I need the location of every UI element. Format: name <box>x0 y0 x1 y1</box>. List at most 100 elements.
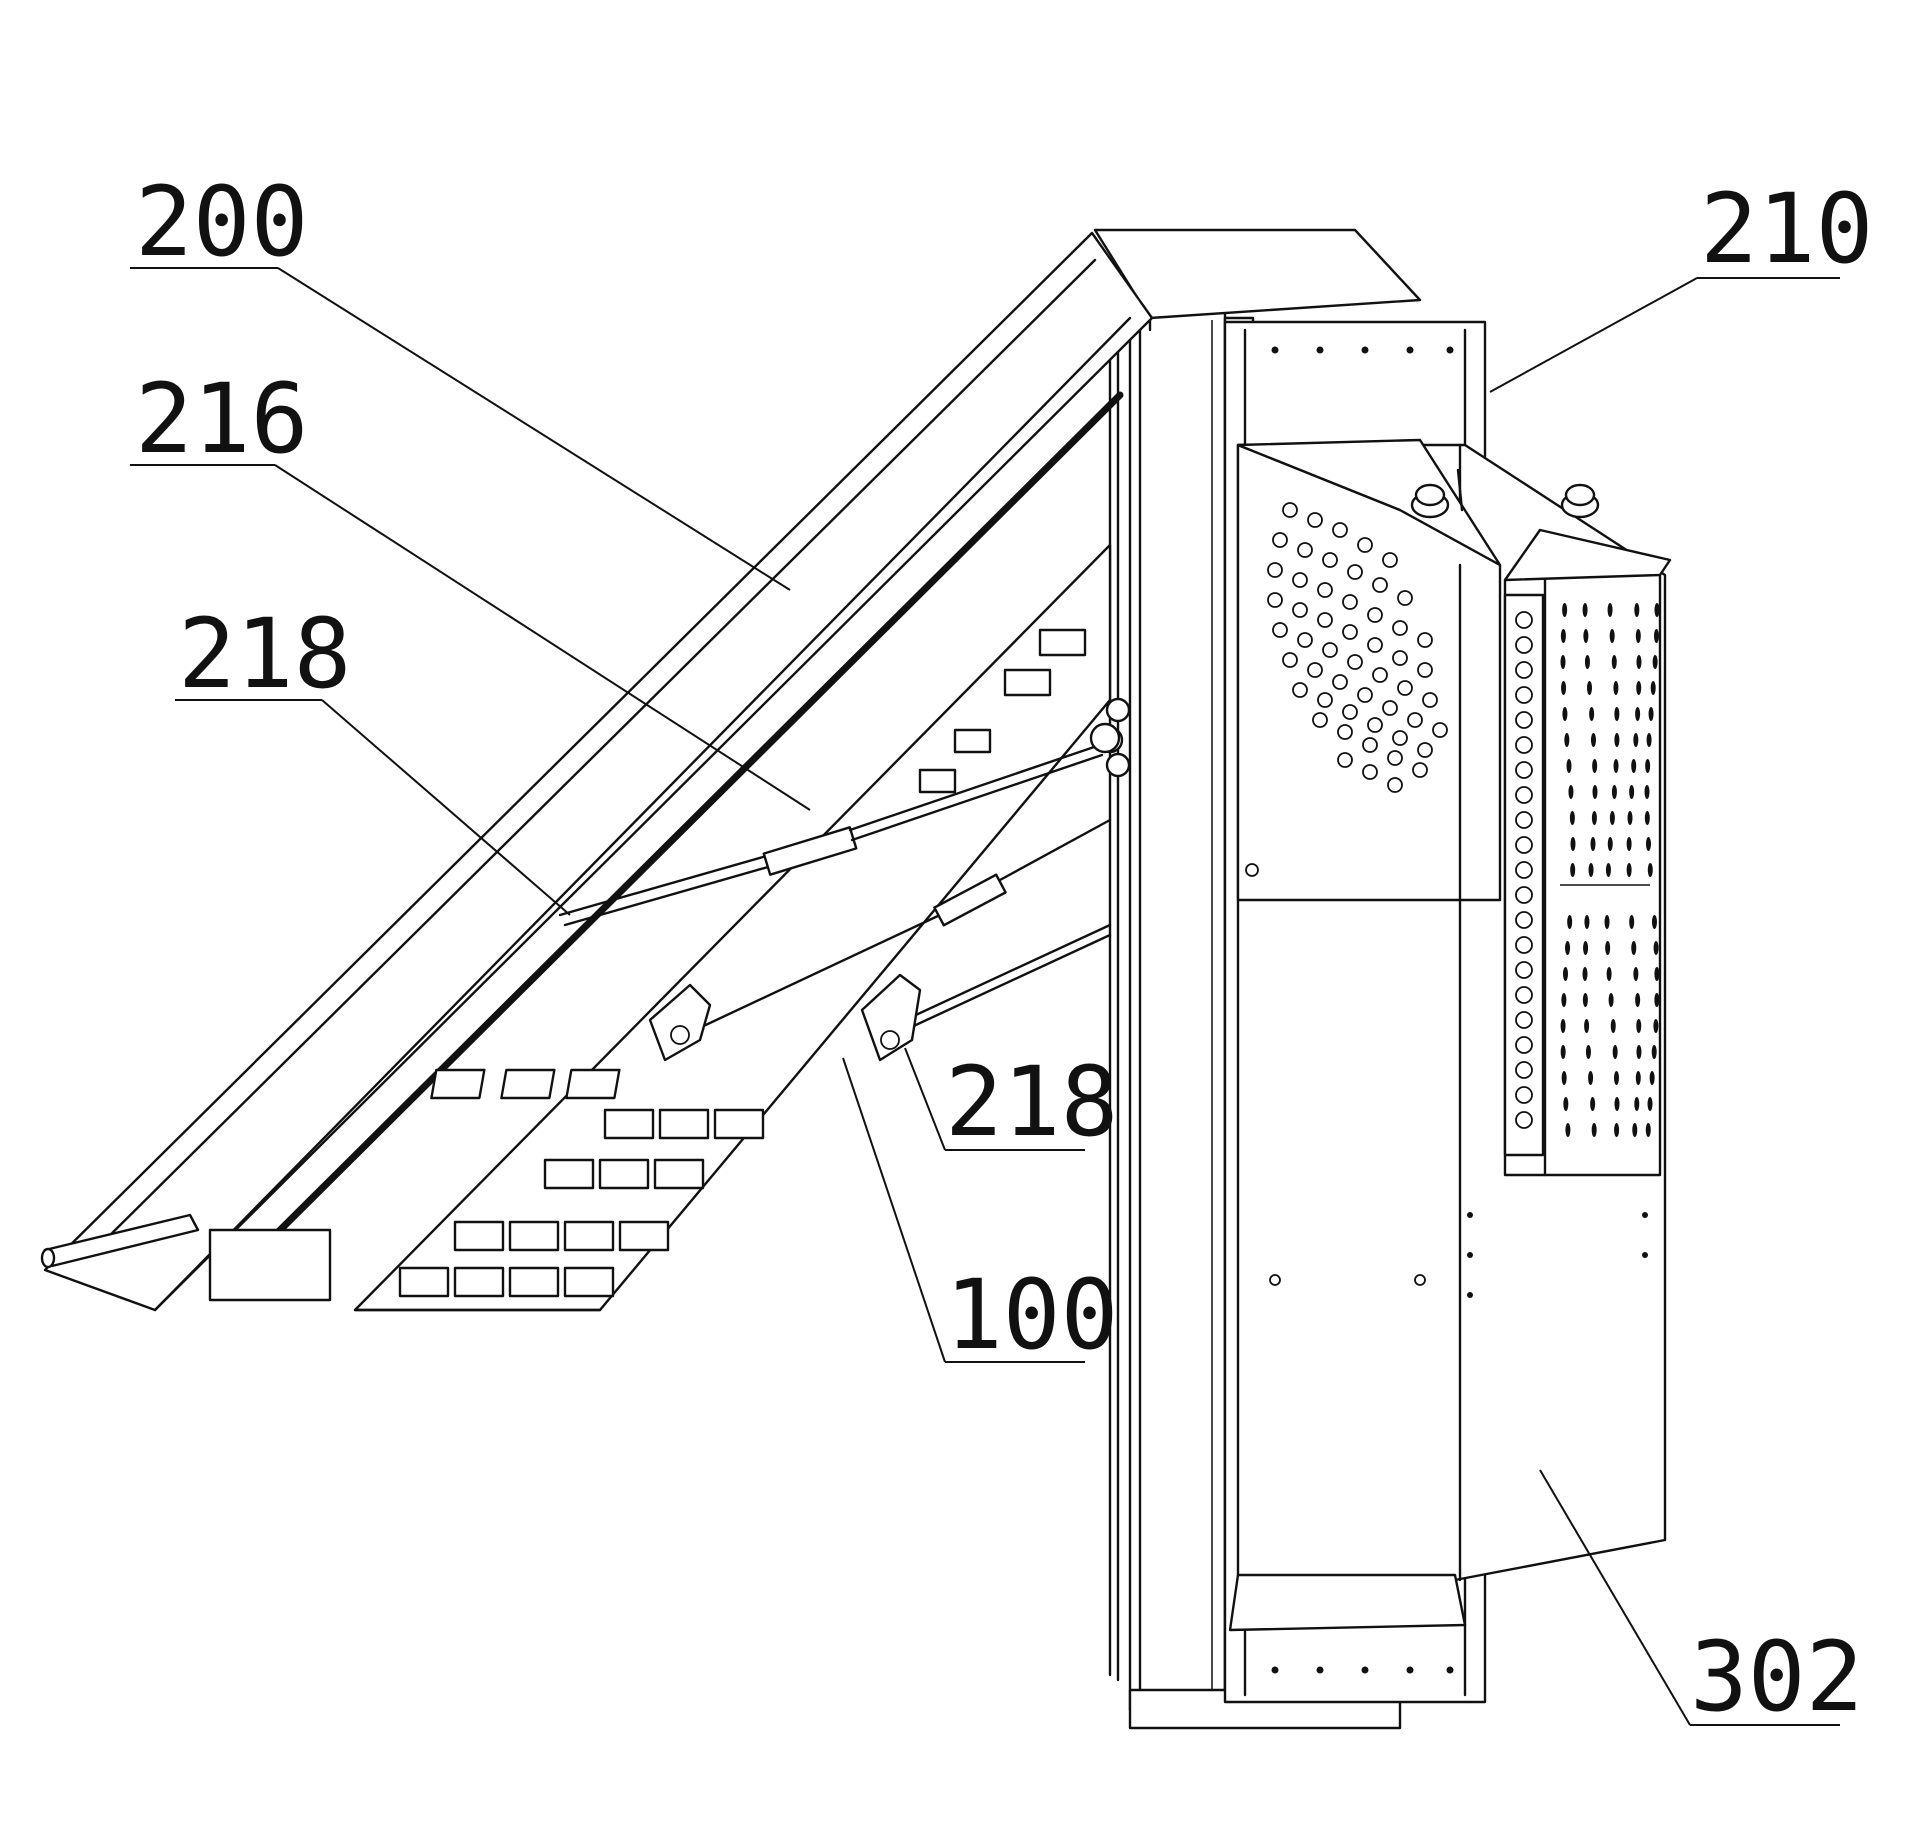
louver-slot <box>1561 1045 1566 1059</box>
louver-slot <box>1584 1019 1589 1033</box>
louver-slot <box>1651 681 1656 695</box>
louver-slot <box>1632 1123 1637 1137</box>
louver-slot <box>1646 1123 1651 1137</box>
louver-slot <box>1592 811 1597 825</box>
label-200: 200 <box>135 166 308 278</box>
louver-slot <box>1652 915 1657 929</box>
hole-strip <box>1505 595 1543 1155</box>
louver-slot <box>1654 629 1659 643</box>
louver-slot <box>1614 1071 1619 1085</box>
louver-slot <box>1636 1071 1641 1085</box>
louver-slot <box>1611 1019 1616 1033</box>
louver-slot <box>1627 863 1632 877</box>
louver-slot <box>1636 681 1641 695</box>
louver-slot <box>1584 915 1589 929</box>
louver-slot <box>1610 811 1615 825</box>
louver-slot <box>1631 941 1636 955</box>
louver-slot <box>1590 837 1595 851</box>
louver-slot <box>1636 655 1641 669</box>
louver-slot <box>1589 707 1594 721</box>
louver-slot <box>1614 759 1619 773</box>
louver-slot <box>1591 733 1596 747</box>
louver-slot <box>1613 1045 1618 1059</box>
louver-slot <box>1654 603 1659 617</box>
louver-slot <box>1567 915 1572 929</box>
louver-slot <box>1612 785 1617 799</box>
louver-slot <box>1585 655 1590 669</box>
louver-slot <box>1590 1097 1595 1111</box>
louver-slot <box>1629 915 1634 929</box>
louver-slot <box>1648 863 1653 877</box>
label-218-left: 218 <box>178 598 351 710</box>
louver-slot <box>1561 681 1566 695</box>
louver-slot <box>1565 941 1570 955</box>
louver-slot <box>1609 993 1614 1007</box>
louver-slot <box>1587 681 1592 695</box>
louver-slot <box>1561 1019 1566 1033</box>
louver-slot <box>1652 1045 1657 1059</box>
louver-slot <box>1605 941 1610 955</box>
louver-slot <box>1647 733 1652 747</box>
louver-slot <box>1629 785 1634 799</box>
louver-slot <box>1645 811 1650 825</box>
louver-slot <box>1646 837 1651 851</box>
louver-slot <box>1653 655 1658 669</box>
louver-slot <box>1564 733 1569 747</box>
louver-slot <box>1612 655 1617 669</box>
louver-slot <box>1561 629 1566 643</box>
louver-slot <box>1583 629 1588 643</box>
louver-slot <box>1592 785 1597 799</box>
louver-slot <box>1614 1097 1619 1111</box>
louver-slot <box>1636 1019 1641 1033</box>
louver-slot <box>1583 603 1588 617</box>
louver-slot <box>1565 1123 1570 1137</box>
louver-slot <box>1635 993 1640 1007</box>
louver-slot <box>1586 1045 1591 1059</box>
louver-slot <box>1588 1071 1593 1085</box>
louver-slot <box>1607 967 1612 981</box>
louver-slot <box>1592 1123 1597 1137</box>
louver-slot <box>1633 967 1638 981</box>
louver-slot <box>1561 655 1566 669</box>
louver-slot <box>1645 785 1650 799</box>
louver-slot <box>1633 733 1638 747</box>
louver-slot <box>1566 759 1571 773</box>
louver-slot <box>1634 1097 1639 1111</box>
louver-slot <box>1613 681 1618 695</box>
louver-slot <box>1614 1123 1619 1137</box>
label-218-right: 218 <box>945 1046 1118 1158</box>
label-302: 302 <box>1690 1621 1863 1733</box>
louver-slot <box>1614 707 1619 721</box>
louver-slot <box>1570 811 1575 825</box>
louver-slot <box>1635 707 1640 721</box>
louver-slot <box>1636 629 1641 643</box>
louver-slot <box>1648 1097 1653 1111</box>
louver-slot <box>1583 993 1588 1007</box>
label-210: 210 <box>1700 173 1873 285</box>
louver-slot <box>1562 1071 1567 1085</box>
louver-slot <box>1610 629 1615 643</box>
louver-slot <box>1614 733 1619 747</box>
louver-slot <box>1608 837 1613 851</box>
louver-slot <box>1645 759 1650 773</box>
louver-slot <box>1562 707 1567 721</box>
louver-slot <box>1583 941 1588 955</box>
louver-slot <box>1653 1019 1658 1033</box>
louver-slot <box>1628 811 1633 825</box>
louver-slot <box>1592 759 1597 773</box>
louver-slot <box>1583 967 1588 981</box>
louver-slot <box>1562 603 1567 617</box>
label-100: 100 <box>945 1259 1118 1371</box>
louver-slot <box>1563 967 1568 981</box>
louver-slot <box>1570 837 1575 851</box>
louver-slot <box>1627 837 1632 851</box>
louver-slot <box>1631 759 1636 773</box>
louver-slot <box>1649 707 1654 721</box>
louver-slot <box>1563 1097 1568 1111</box>
louver-slot <box>1561 993 1566 1007</box>
louver-slot <box>1608 603 1613 617</box>
louver-slot <box>1570 863 1575 877</box>
louver-slot <box>1654 967 1659 981</box>
louver-slot <box>1589 863 1594 877</box>
